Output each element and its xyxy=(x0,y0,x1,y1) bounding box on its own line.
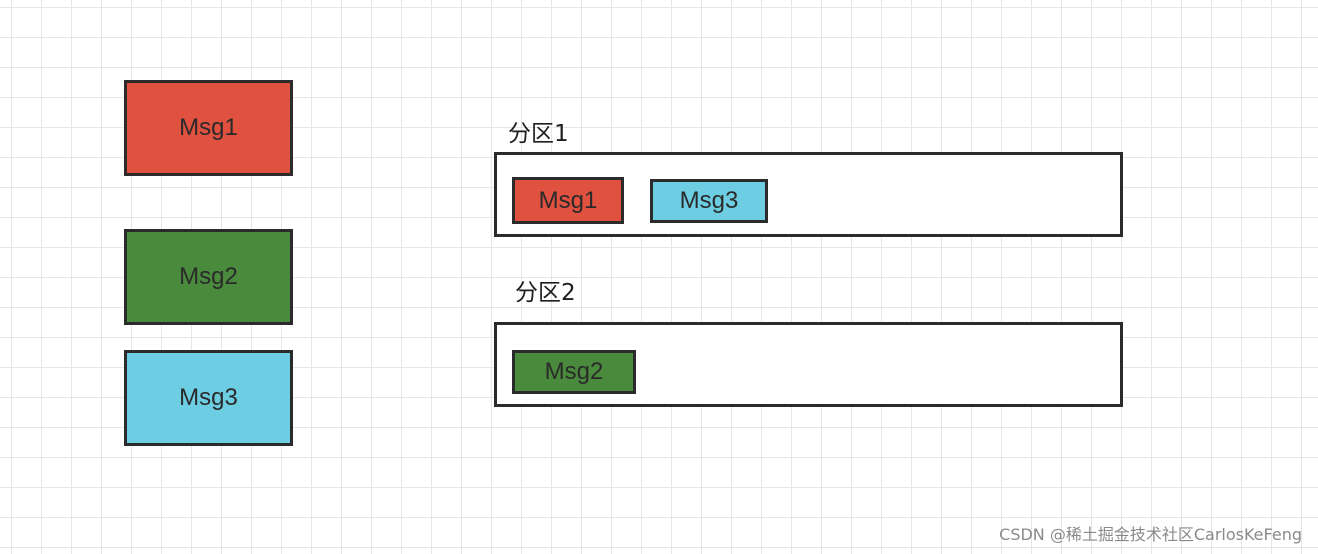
partition1-msg3-block: Msg3 xyxy=(650,179,768,223)
msg3-label: Msg3 xyxy=(179,384,238,411)
msg3-block: Msg3 xyxy=(124,350,293,446)
msg2-block: Msg2 xyxy=(124,229,293,325)
partition1-msg3-label: Msg3 xyxy=(679,187,739,214)
partition2-label: 分区2 xyxy=(515,280,576,306)
partition2-msg2-label: Msg2 xyxy=(544,358,604,385)
partition2-msg2-block: Msg2 xyxy=(512,350,636,394)
partition1-msg1-block: Msg1 xyxy=(512,177,624,224)
msg2-label: Msg2 xyxy=(179,263,238,290)
watermark-text: CSDN @稀土掘金技术社区CarlosKeFeng xyxy=(999,525,1302,544)
msg1-block: Msg1 xyxy=(124,80,293,176)
partition1-msg1-label: Msg1 xyxy=(538,186,598,214)
partition1-label: 分区1 xyxy=(508,121,569,147)
msg1-label: Msg1 xyxy=(179,114,238,141)
